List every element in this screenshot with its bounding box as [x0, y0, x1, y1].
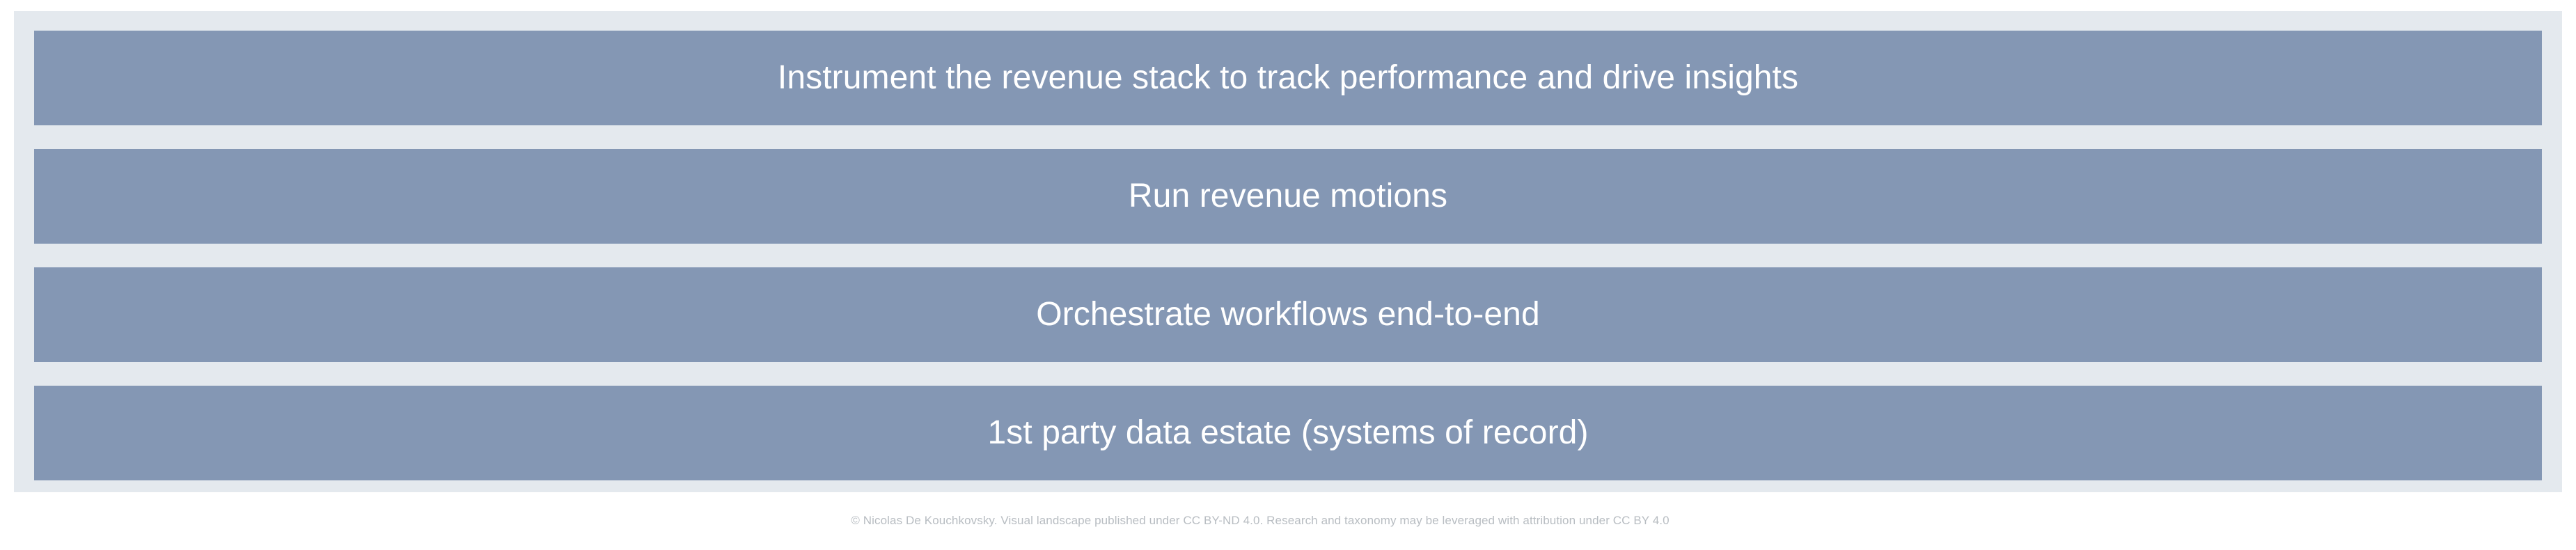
layer-bar-first-party-data-estate[interactable]: 1st party data estate (systems of record… [34, 386, 2542, 480]
layer-label-orchestrate-workflows: Orchestrate workflows end-to-end [1036, 295, 1540, 333]
layer-bar-instrument[interactable]: Instrument the revenue stack to track pe… [34, 31, 2542, 125]
layer-label-first-party-data-estate: 1st party data estate (systems of record… [987, 414, 1589, 451]
attribution-footer: © Nicolas De Kouchkovsky. Visual landsca… [0, 514, 2576, 528]
layer-bar-orchestrate-workflows[interactable]: Orchestrate workflows end-to-end [34, 267, 2542, 362]
layer-bar-run-revenue-motions[interactable]: Run revenue motions [34, 149, 2542, 244]
layer-label-instrument: Instrument the revenue stack to track pe… [777, 58, 1799, 96]
layer-label-run-revenue-motions: Run revenue motions [1128, 177, 1448, 214]
revenue-stack-panel: Instrument the revenue stack to track pe… [14, 11, 2562, 492]
attribution-text: © Nicolas De Kouchkovsky. Visual landsca… [851, 514, 1670, 527]
